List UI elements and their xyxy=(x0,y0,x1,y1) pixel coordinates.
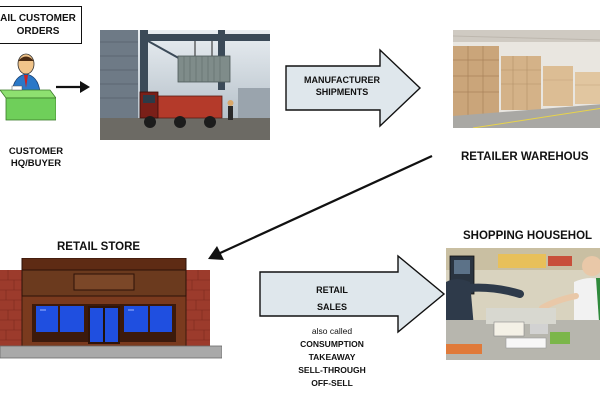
retail-sales-line2: SALES xyxy=(316,302,347,312)
retail-store-title: RETAIL STORE xyxy=(57,241,141,253)
shopping-household-title: SHOPPING HOUSEHOL xyxy=(463,230,593,242)
also-called-term: OFF-SELL xyxy=(311,378,353,388)
retailer-warehouse-title: RETAILER WAREHOUS xyxy=(461,151,589,163)
retail-sales-label: RETAIL SALES xyxy=(282,282,382,316)
also-called-block: also called CONSUMPTION TAKEAWAY SELL-TH… xyxy=(292,325,372,390)
manufacturer-shipments-line2: SHIPMENTS xyxy=(315,87,369,97)
orders-box-line1: AIL CUSTOMER xyxy=(0,13,76,24)
shopping-household-checkout-photo xyxy=(446,248,600,360)
customer-hq-buyer-label: CUSTOMER HQ/BUYER xyxy=(0,146,76,170)
also-called-term: SELL-THROUGH xyxy=(298,365,366,375)
buyer-at-desk-icon xyxy=(0,53,56,121)
right-arrow-icon xyxy=(56,81,90,93)
customer-label-line2: HQ/BUYER xyxy=(10,158,62,169)
retail-sales-arrow xyxy=(259,254,446,334)
retail-customer-orders-box: AIL CUSTOMER ORDERS xyxy=(0,6,82,44)
manufacturer-shipments-arrow xyxy=(285,48,422,128)
diagonal-arrow-icon xyxy=(208,154,433,260)
port-container-truck-photo xyxy=(100,30,270,140)
customer-label-line1: CUSTOMER xyxy=(8,146,64,157)
also-called-term: TAKEAWAY xyxy=(308,352,356,362)
retail-sales-line1: RETAIL xyxy=(316,285,348,295)
also-called-intro: also called xyxy=(311,326,353,336)
manufacturer-shipments-line1: MANUFACTURER xyxy=(304,75,380,85)
also-called-term: CONSUMPTION xyxy=(300,339,364,349)
orders-box-line2: ORDERS xyxy=(16,26,60,37)
manufacturer-shipments-label: MANUFACTURER SHIPMENTS xyxy=(290,74,394,98)
retailer-warehouse-photo xyxy=(453,30,600,128)
storefront-icon xyxy=(0,258,222,359)
